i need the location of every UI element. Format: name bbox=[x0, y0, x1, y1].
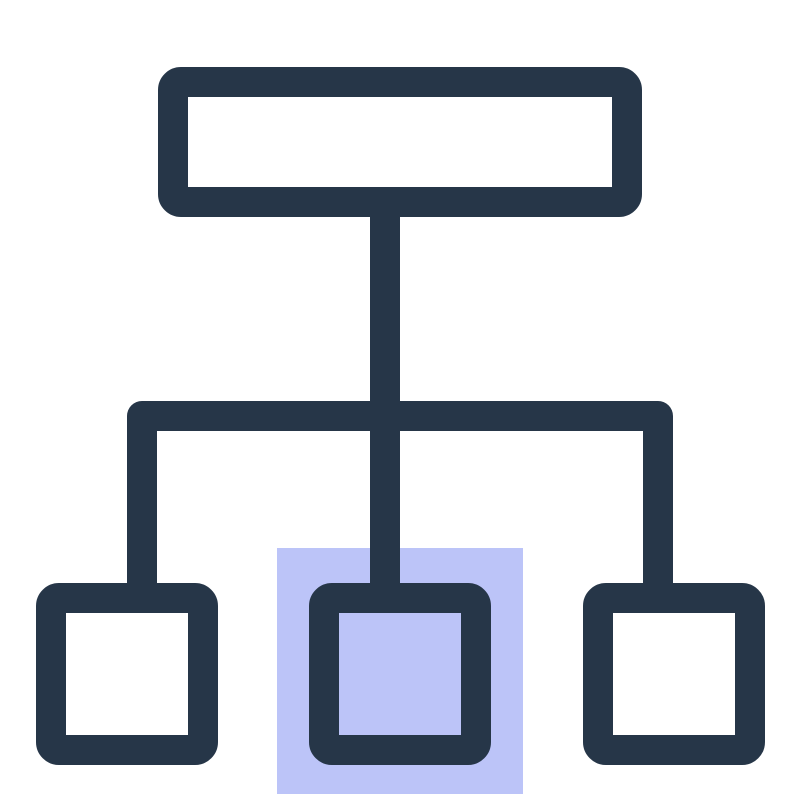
connector-lines bbox=[127, 202, 673, 598]
child-node-box-right bbox=[583, 583, 765, 765]
child-node-box-center bbox=[309, 583, 491, 765]
root-node-box bbox=[158, 67, 642, 217]
node-boxes bbox=[36, 67, 765, 765]
child-node-box-left bbox=[36, 583, 218, 765]
